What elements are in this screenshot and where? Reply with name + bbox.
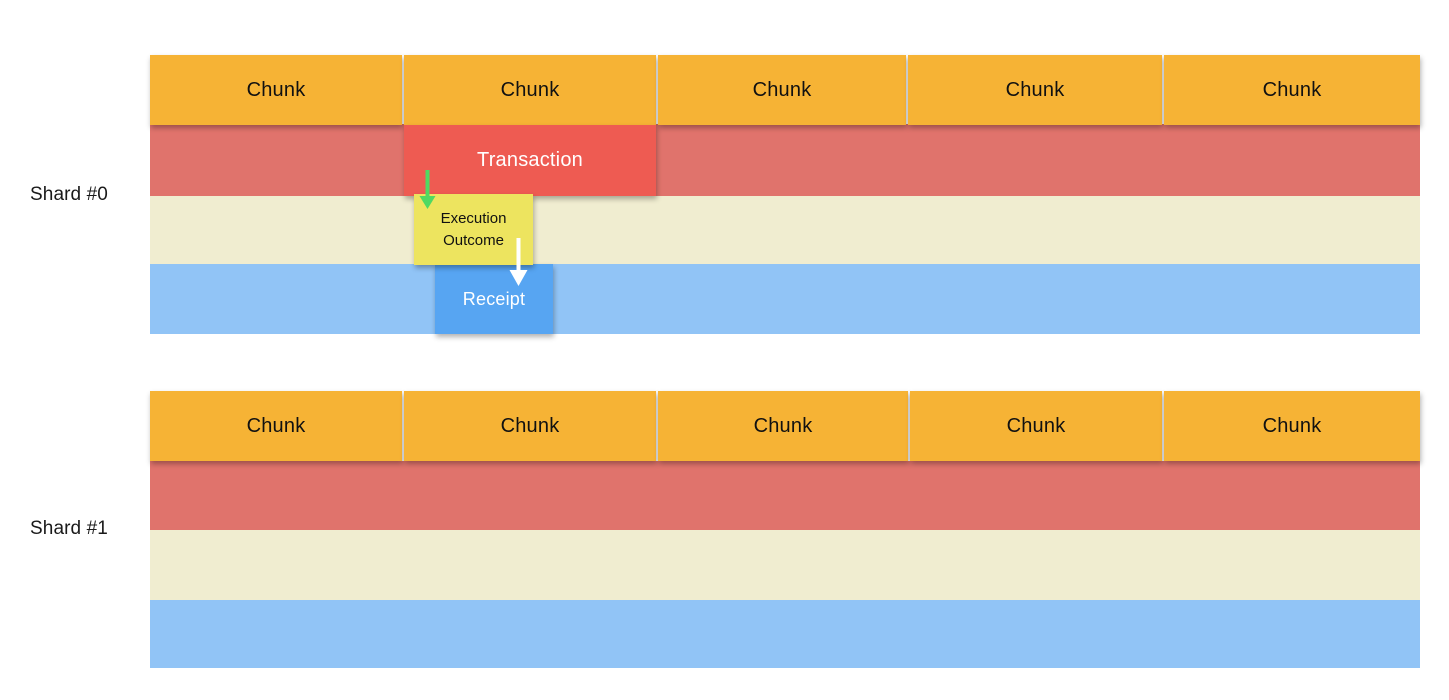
chunk-label: Chunk (1262, 78, 1322, 101)
chunk-shard-0-3[interactable]: Chunk (658, 55, 906, 125)
chunk-label: Chunk (752, 78, 812, 101)
chunk-shard-1-3[interactable]: Chunk (658, 391, 908, 461)
chunk-label: Chunk (246, 78, 306, 101)
chunk-shard-0-2[interactable]: Chunk (404, 55, 656, 125)
execution-outcome-band-shard-1 (150, 530, 1420, 600)
receipt-box[interactable]: Receipt (435, 264, 553, 334)
execution-outcome-line-1: Execution (440, 209, 507, 227)
chunk-label: Chunk (1006, 414, 1066, 437)
chunk-shard-1-4[interactable]: Chunk (910, 391, 1162, 461)
shard-label-1: Shard #1 (30, 518, 108, 539)
chunk-shard-1-1[interactable]: Chunk (150, 391, 402, 461)
execution-outcome-label: Execution Outcome (441, 208, 507, 252)
transaction-box[interactable]: Transaction (404, 125, 656, 196)
shard-label-0: Shard #0 (30, 184, 108, 205)
transaction-band-shard-1 (150, 461, 1420, 530)
chunk-label: Chunk (1005, 78, 1065, 101)
transaction-band-shard-0 (150, 124, 1420, 196)
chunk-shard-0-1[interactable]: Chunk (150, 55, 402, 125)
execution-outcome-box[interactable]: Execution Outcome (414, 194, 533, 265)
chunk-shard-1-2[interactable]: Chunk (404, 391, 656, 461)
chunk-label: Chunk (753, 414, 813, 437)
execution-outcome-band-shard-0 (150, 196, 1420, 264)
chunk-label: Chunk (1262, 414, 1322, 437)
chunk-label: Chunk (500, 414, 560, 437)
receipt-label: Receipt (462, 288, 526, 309)
chunk-label: Chunk (246, 414, 306, 437)
chunk-shard-1-5[interactable]: Chunk (1164, 391, 1420, 461)
execution-outcome-line-2: Outcome (443, 231, 504, 249)
receipt-band-shard-1 (150, 600, 1420, 668)
transaction-label: Transaction (477, 149, 583, 171)
chunk-shard-0-4[interactable]: Chunk (908, 55, 1162, 125)
receipt-band-shard-0 (150, 264, 1420, 334)
chunk-shard-0-5[interactable]: Chunk (1164, 55, 1420, 125)
chunk-label: Chunk (500, 78, 560, 101)
